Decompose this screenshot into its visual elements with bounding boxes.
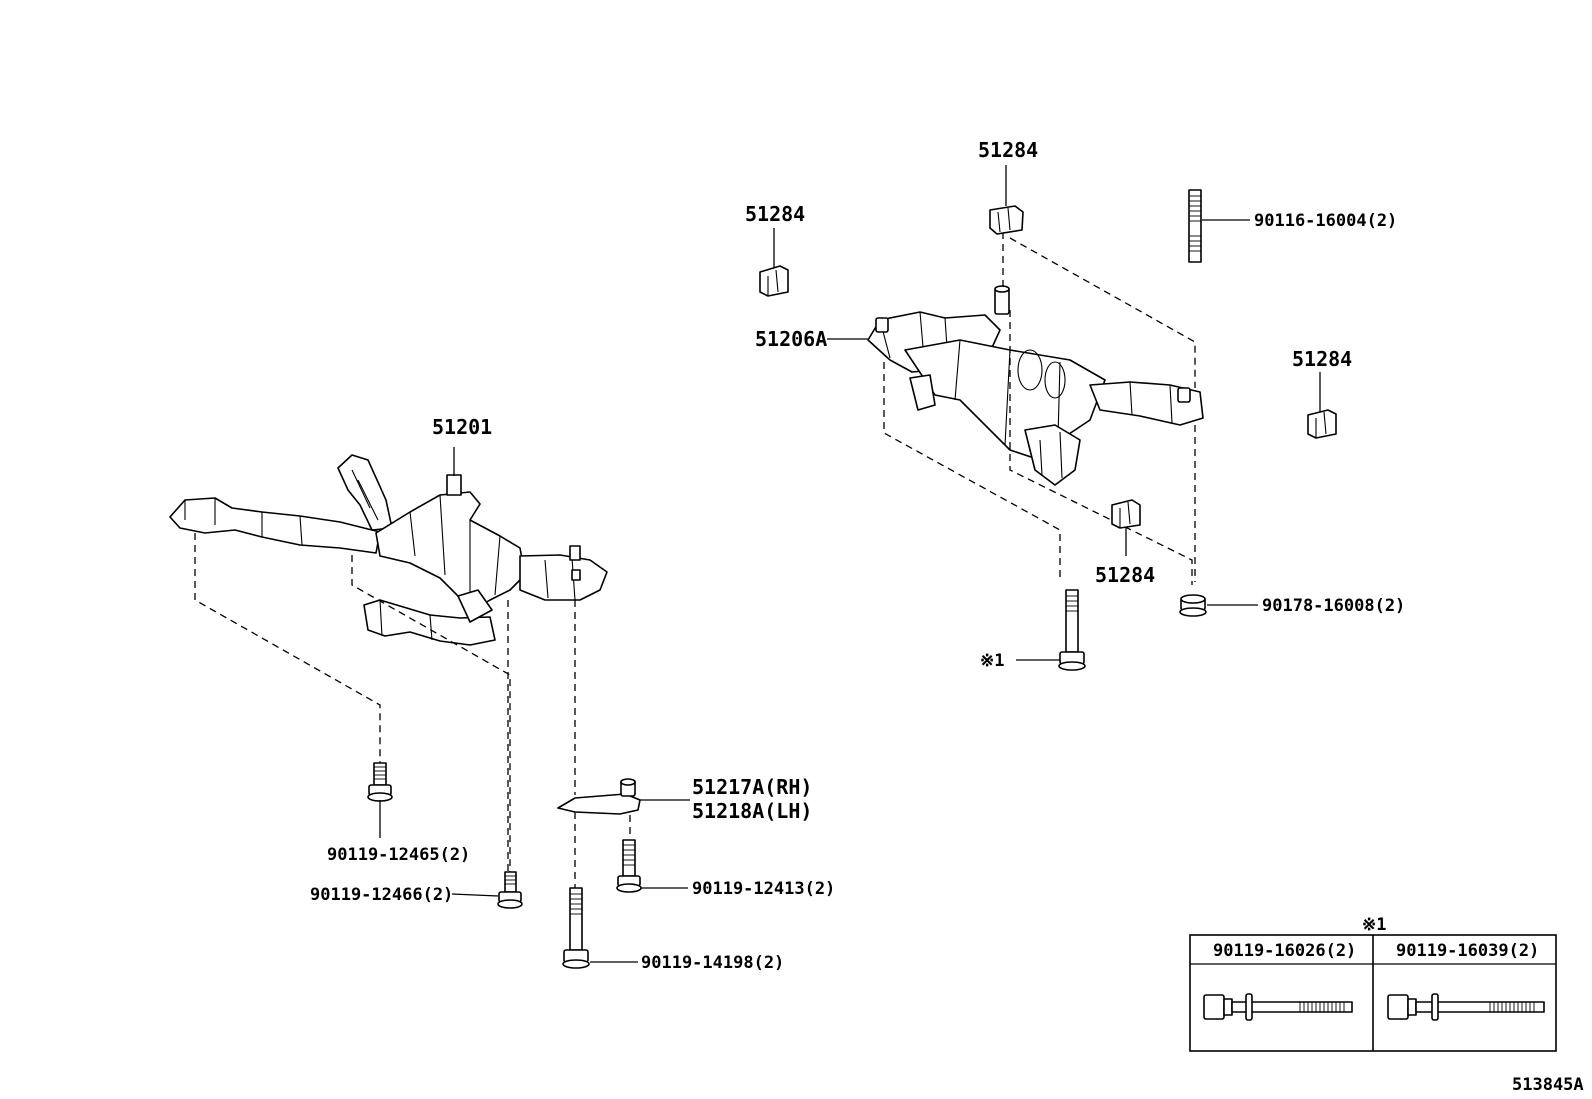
- bolt-90119-12465[interactable]: [367, 762, 393, 802]
- label-51206A: 51206A: [755, 327, 827, 351]
- note-table-col-2: 90119-16039(2): [1396, 941, 1539, 961]
- label-51284-bottom: 51284: [1095, 563, 1155, 587]
- front-suspension-member[interactable]: [169, 447, 608, 646]
- label-90119-14198: 90119-14198(2): [641, 953, 784, 973]
- diagram-id: 513845A: [1512, 1075, 1584, 1095]
- label-90119-12413: 90119-12413(2): [692, 879, 835, 899]
- stopper-51284-top[interactable]: [989, 205, 1024, 235]
- note-table-col-1: 90119-16026(2): [1213, 941, 1356, 961]
- label-51201: 51201: [432, 415, 492, 439]
- bolt-90119-12413[interactable]: [616, 839, 642, 893]
- label-51284-left: 51284: [745, 202, 805, 226]
- bolt-90119-16039: [1387, 993, 1545, 1021]
- note-table: ※1 90119-16026(2) 90119-16039(2): [1189, 915, 1557, 1052]
- label-note-1: ※1: [980, 651, 1004, 671]
- stopper-51284-left[interactable]: [759, 265, 789, 297]
- label-90116-16004: 90116-16004(2): [1254, 211, 1397, 231]
- bolt-90119-16026: [1203, 993, 1353, 1021]
- bolt-90119-12466[interactable]: [497, 871, 523, 909]
- stopper-51284-bottom[interactable]: [1111, 499, 1141, 529]
- label-90119-12465: 90119-12465(2): [327, 845, 470, 865]
- label-51218A-LH: 51218A(LH): [692, 799, 812, 823]
- label-90119-12466: 90119-12466(2): [310, 885, 453, 905]
- stopper-51284-right[interactable]: [1307, 409, 1337, 439]
- label-51217A-RH: 51217A(RH): [692, 775, 812, 799]
- nut-90178-16008[interactable]: [1179, 594, 1207, 617]
- bolt-note-1[interactable]: [1058, 589, 1086, 671]
- note-table-mark: ※1: [1362, 915, 1386, 935]
- label-51284-top: 51284: [978, 138, 1038, 162]
- rear-suspension-member[interactable]: [867, 285, 1204, 486]
- stud-90116-16004[interactable]: [1188, 189, 1202, 263]
- brace-51217A-51218A[interactable]: [557, 778, 641, 815]
- bolt-90119-14198[interactable]: [562, 887, 590, 969]
- label-90178-16008: 90178-16008(2): [1262, 596, 1405, 616]
- label-51284-right: 51284: [1292, 347, 1352, 371]
